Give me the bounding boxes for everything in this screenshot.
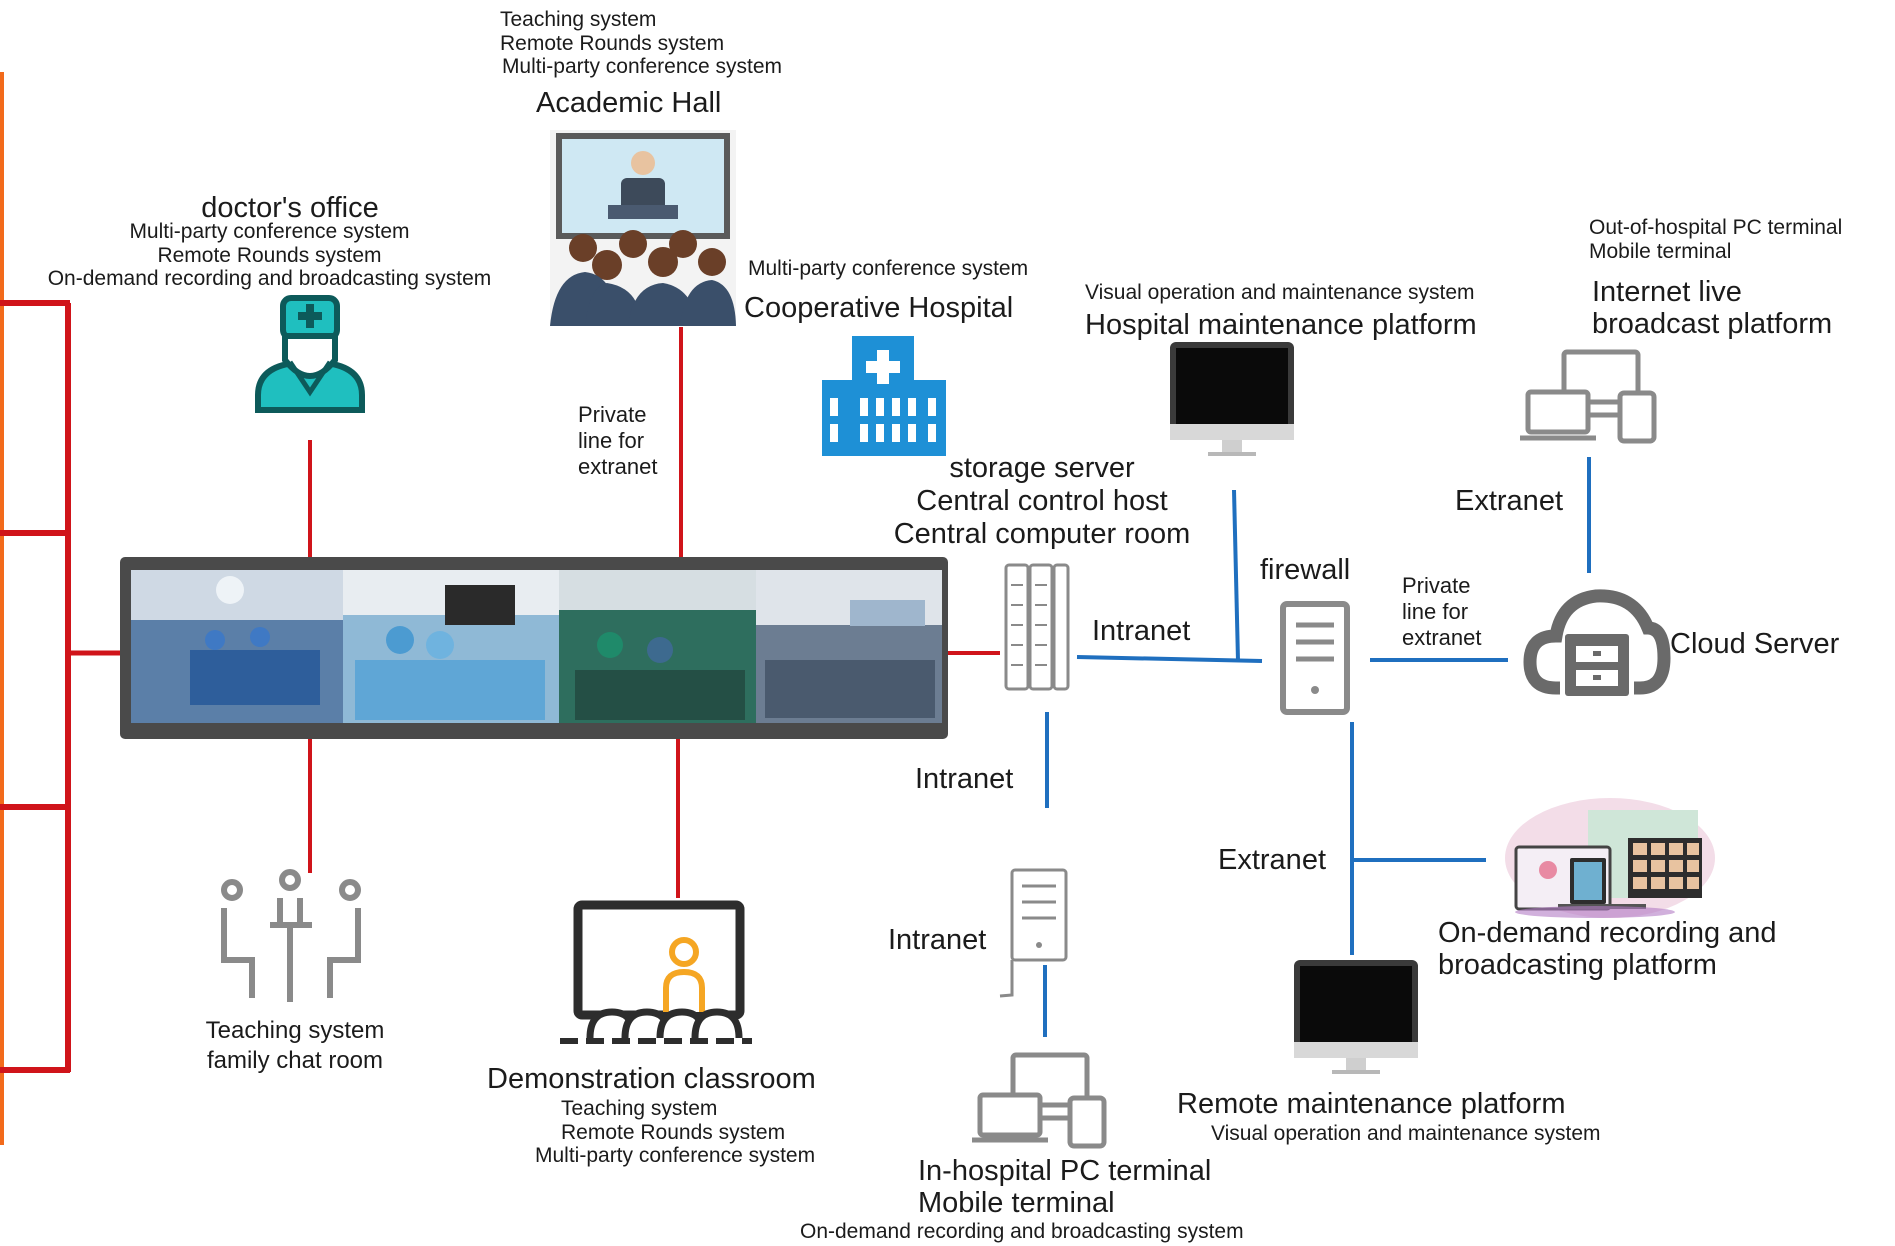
monitor-icon-remote xyxy=(1294,960,1418,1074)
private-line-label-left: Private line for extranet xyxy=(578,402,658,480)
meeting-room-icon xyxy=(221,869,361,1002)
remote-maintenance-system: Visual operation and maintenance system xyxy=(1211,1122,1601,1145)
on-demand-line-1: On-demand recording and xyxy=(1438,917,1777,949)
demo-classroom-systems: Teaching system Remote Rounds system Mul… xyxy=(535,1097,815,1168)
intranet-label-3: Intranet xyxy=(888,924,987,956)
internet-live-title-line-2: broadcast platform xyxy=(1592,308,1833,341)
hospital-maintenance-title: Hospital maintenance platform xyxy=(1085,309,1477,341)
demo-classroom-title: Demonstration classroom xyxy=(487,1063,816,1095)
academic-hall-icon xyxy=(550,130,736,326)
private-line-label-right: Private line for extranet xyxy=(1402,573,1482,651)
server-rack-icon xyxy=(1004,563,1070,691)
in-hospital-line-2: Mobile terminal xyxy=(918,1187,1115,1220)
tower-pc-icon xyxy=(999,868,1068,998)
classroom-icon xyxy=(560,900,752,1044)
blue-connectors xyxy=(1043,457,1591,1037)
left-bracket xyxy=(0,72,125,1145)
monitor-icon xyxy=(1170,342,1294,456)
private-line-right-3: extranet xyxy=(1402,624,1482,650)
intranet-link xyxy=(1076,655,1263,663)
academic-hall-system-2: Remote Rounds system xyxy=(500,31,725,55)
demo-classroom-system-1: Teaching system xyxy=(561,1097,718,1120)
academic-hall-title: Academic Hall xyxy=(536,87,722,119)
remote-maintenance-title: Remote maintenance platform xyxy=(1177,1088,1566,1120)
doctors-office-title: doctor's office xyxy=(201,192,379,224)
private-line-left-2: line for xyxy=(578,427,645,453)
central-room-line-1: storage server xyxy=(949,452,1135,484)
extranet-label-top: Extranet xyxy=(1455,485,1563,517)
cooperative-hospital-system: Multi-party conference system xyxy=(748,257,1029,280)
central-computer-room-label: storage server Central control host Cent… xyxy=(862,452,1222,551)
on-demand-platform-label: On-demand recording and broadcasting pla… xyxy=(1438,917,1777,982)
cloud-server-label: Cloud Server xyxy=(1670,628,1840,660)
in-hospital-system: On-demand recording and broadcasting sys… xyxy=(800,1220,1244,1243)
cloud-server-icon xyxy=(1523,589,1671,696)
on-demand-line-2: broadcasting platform xyxy=(1438,949,1717,982)
intranet-label-2: Intranet xyxy=(915,763,1014,795)
private-line-right-2: line for xyxy=(1402,598,1469,624)
extranet-label-bottom: Extranet xyxy=(1218,844,1326,876)
private-line-right-1: Private xyxy=(1402,573,1471,598)
hospital-building-icon xyxy=(822,336,946,456)
devices-icon-in-hospital xyxy=(972,1052,1107,1149)
central-room-line-3: Central computer room xyxy=(893,518,1191,551)
doctors-office-systems: Multi-party conference system Remote Rou… xyxy=(2,220,537,291)
private-line-left-3: extranet xyxy=(578,453,658,479)
internet-live-terminal-1: Out-of-hospital PC terminal xyxy=(1589,216,1843,239)
internet-live-terminal-2: Mobile terminal xyxy=(1589,239,1732,263)
demo-classroom-system-2: Remote Rounds system xyxy=(561,1120,786,1144)
red-connectors xyxy=(308,327,1000,898)
hospital-maintenance-system: Visual operation and maintenance system xyxy=(1085,281,1475,304)
private-line-left-1: Private xyxy=(578,402,647,427)
cooperative-hospital-title: Cooperative Hospital xyxy=(744,292,1014,324)
doctors-office-system-3: On-demand recording and broadcasting sys… xyxy=(47,267,492,291)
doctors-office-system-2: Remote Rounds system xyxy=(157,243,382,267)
academic-hall-system-3: Multi-party conference system xyxy=(501,55,783,79)
in-hospital-terminal-label: In-hospital PC terminal Mobile terminal xyxy=(918,1155,1211,1220)
devices-icon xyxy=(1520,349,1657,444)
academic-hall-system-1: Teaching system xyxy=(500,8,657,31)
maintenance-link xyxy=(1232,489,1240,662)
internet-live-title-line-1: Internet live xyxy=(1592,276,1742,308)
firewall-label: firewall xyxy=(1260,554,1351,586)
firewall-server-icon xyxy=(1280,601,1350,715)
doctors-office-system-1: Multi-party conference system xyxy=(129,220,410,243)
academic-hall-systems: Teaching system Remote Rounds system Mul… xyxy=(472,8,812,79)
intranet-label-1: Intranet xyxy=(1092,615,1191,647)
central-room-line-2: Central control host xyxy=(916,485,1168,518)
operating-room-photo-strip xyxy=(120,557,948,739)
video-conference-laptop-icon xyxy=(1505,798,1715,918)
internet-live-title: Internet live broadcast platform xyxy=(1592,276,1832,341)
family-chat-room-label: Teaching system family chat room xyxy=(170,1016,420,1076)
demo-classroom-system-3: Multi-party conference system xyxy=(535,1144,816,1168)
family-room-line-1: Teaching system xyxy=(205,1017,385,1044)
in-hospital-line-1: In-hospital PC terminal xyxy=(918,1155,1212,1187)
doctor-icon xyxy=(254,295,366,413)
family-room-line-2: family chat room xyxy=(206,1047,384,1074)
internet-live-terminals: Out-of-hospital PC terminal Mobile termi… xyxy=(1589,216,1842,263)
